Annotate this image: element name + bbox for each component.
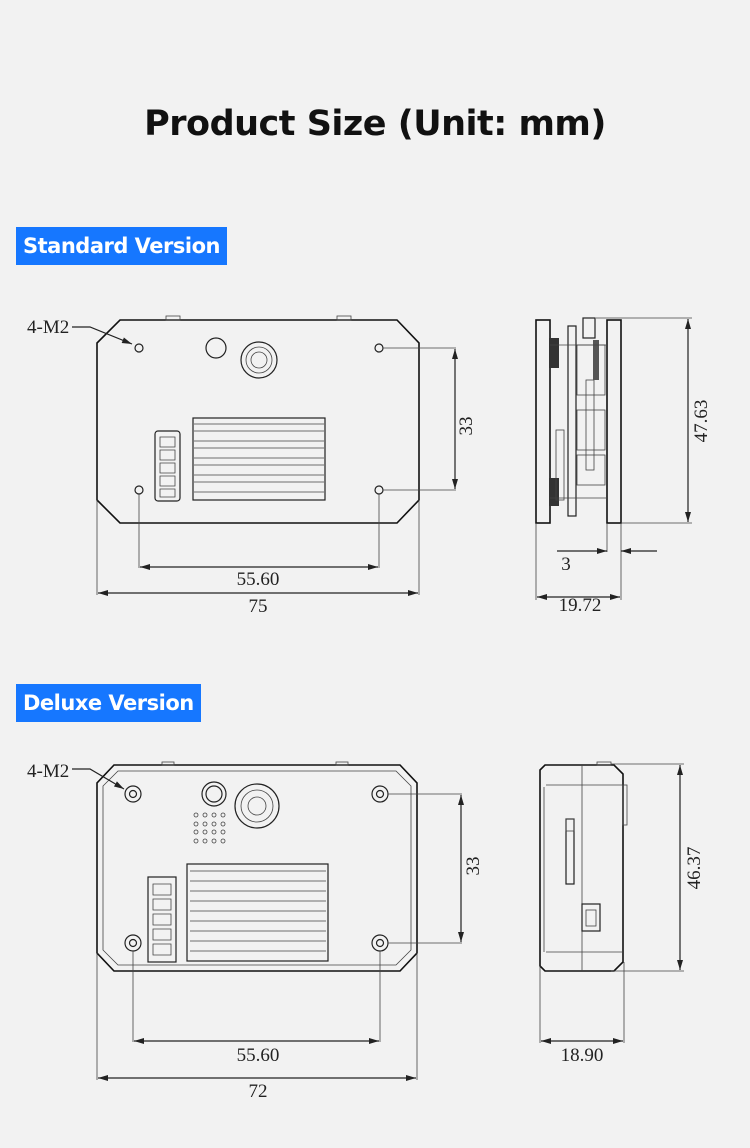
deluxe-front-view: 4-M2 33 55.60 72	[27, 761, 484, 1102]
dim-hole-spacing-h: 55.60	[237, 1045, 280, 1066]
sensor-icon	[201, 781, 227, 807]
hole-label: 4-M2	[27, 317, 69, 338]
dim-hole-spacing-v: 33	[463, 857, 484, 876]
dim-depth: 18.90	[561, 1045, 604, 1066]
dim-depth: 19.72	[559, 595, 602, 616]
pin-header	[147, 876, 177, 963]
page-title: Product Size (Unit: mm)	[144, 104, 606, 144]
pin-header	[154, 430, 181, 502]
dim-height: 47.63	[691, 400, 712, 443]
camera-lens-icon	[234, 783, 280, 829]
heatsink	[186, 863, 329, 962]
dim-height: 46.37	[684, 847, 705, 890]
dim-hole-spacing-h: 55.60	[237, 569, 280, 590]
standard-front-view: 4-M2 33 55.60 75	[27, 315, 477, 617]
dim-width: 72	[249, 1081, 268, 1102]
deluxe-version-badge: Deluxe Version	[16, 684, 201, 722]
dim-plate-thickness: 3	[561, 554, 571, 575]
mount-holes	[134, 343, 384, 495]
camera-lens-icon	[240, 341, 278, 379]
heatsink	[192, 417, 326, 501]
dim-hole-spacing-v: 33	[456, 417, 477, 436]
speaker-grille	[193, 812, 226, 844]
dim-width: 75	[249, 596, 268, 617]
standard-version-badge: Standard Version	[16, 227, 227, 265]
sensor-icon	[205, 337, 227, 359]
mount-holes	[124, 785, 389, 952]
hole-label: 4-M2	[27, 761, 69, 782]
deluxe-side-view: 46.37 18.90	[539, 761, 705, 1066]
standard-side-view: 47.63 3 19.72	[535, 317, 712, 616]
